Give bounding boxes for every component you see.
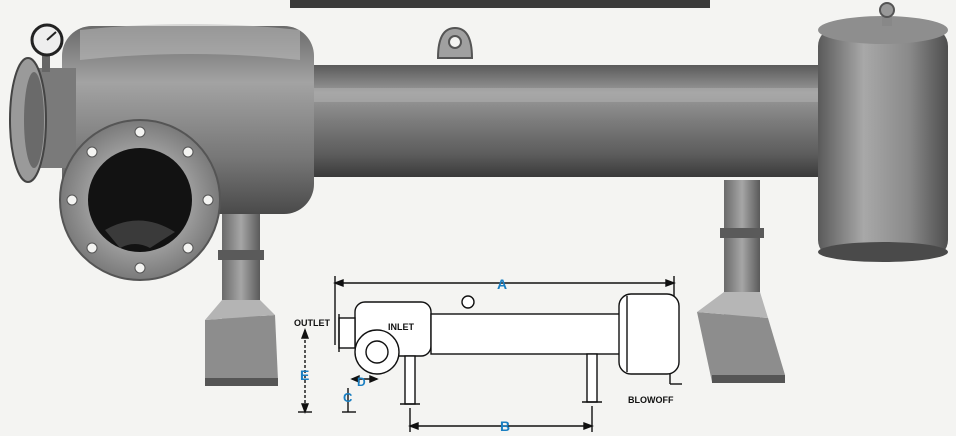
drawing-main-pipe [430, 313, 628, 355]
label-outlet: OUTLET [294, 318, 330, 328]
label-dimension-d: D [357, 375, 366, 389]
drawing-inlet-flange [354, 329, 400, 375]
right-support-leg [697, 180, 785, 383]
inlet-flange [59, 119, 221, 281]
main-pipe [290, 65, 875, 177]
pressure-gauge-icon [30, 23, 64, 72]
cropped-title-bar [290, 0, 710, 8]
lifting-lug [436, 26, 474, 59]
label-inlet: INLET [388, 322, 415, 332]
dimension-drawing [298, 276, 682, 432]
label-dimension-c: C [343, 390, 353, 405]
separator-tank [818, 2, 948, 262]
drawing-tank [618, 293, 680, 375]
separator-photo [9, 2, 948, 386]
label-blowoff: BLOWOFF [628, 395, 674, 405]
flange-bolt-holes [66, 126, 214, 274]
left-support-leg [205, 195, 278, 386]
label-dimension-a: A [497, 276, 507, 292]
label-dimension-e: E [300, 367, 309, 383]
label-dimension-b: B [500, 418, 510, 434]
outlet-flange [9, 57, 76, 183]
